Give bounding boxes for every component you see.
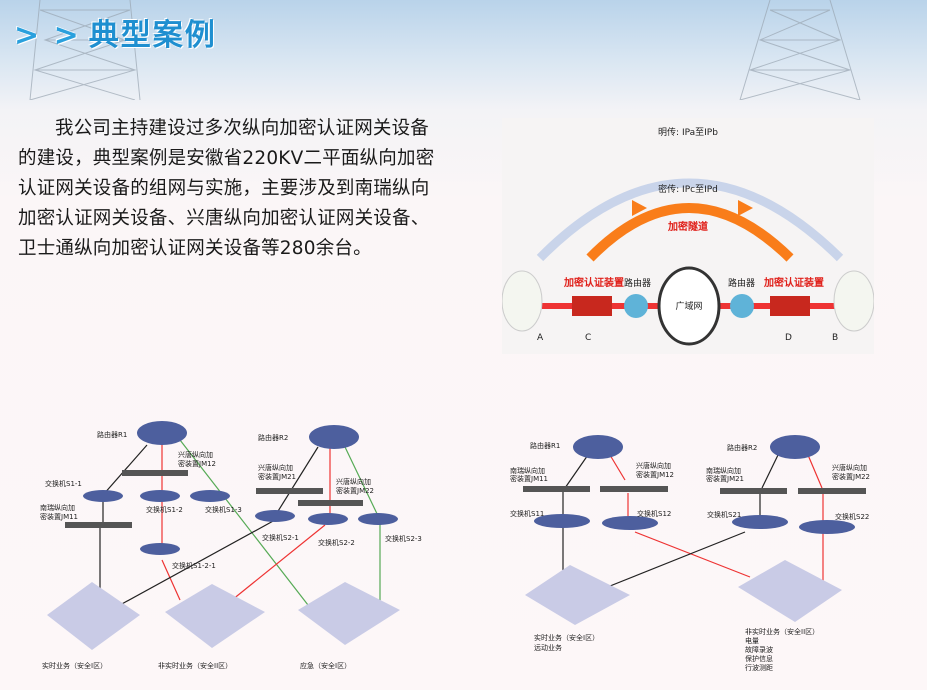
intro-paragraph: 我公司主持建设过多次纵向加密认证网关设备的建设，典型案例是安徽省220KV二平面… [18,118,435,259]
label-c: C [585,333,591,343]
switch-s21-icon [732,515,788,529]
label-s1-2: 交换机S1-2 [146,505,183,514]
label-jm21-1: 南瑞纵向加 [706,466,741,475]
label-s21: 交换机S21 [707,510,741,519]
switch-s11-icon [534,514,590,528]
label-a: A [537,333,544,343]
router-r2-icon [309,425,359,449]
label-s2-1: 交换机S2-1 [262,533,299,542]
label-jm22-2: 密装置JM22 [336,486,374,495]
switch-s1-1-icon [83,490,123,502]
plain-arc [536,178,844,262]
network-diagram-left: 路由器R1 路由器R2 兴唐纵向加 密装置JM12 交换机S1-1 南瑞纵向加 … [40,421,422,670]
lan-a-cloud [501,270,543,332]
zone-realtime [47,582,140,650]
router-left-label: 路由器 [624,277,651,289]
label-s12: 交换机S12 [637,509,671,518]
zone-realtime [525,565,630,625]
cipher-label: 密传: IPc至IPd [658,183,718,195]
switch-s2-1-icon [255,510,295,522]
network-diagram-right: 路由器R1 路由器R2 南瑞纵向加 密装置JM11 兴唐纵向加 密装置JM12 … [510,435,870,672]
router-r1-icon [137,421,187,445]
zone-emergency [298,582,400,645]
label-jm12-2: 密装置JM12 [178,459,216,468]
encrypt-device-left [572,296,612,316]
label-zone-realtime: 实时业务（安全I区） [42,661,107,670]
label-zone-realtime-sub: 远动业务 [534,643,562,652]
label-zone-item: 保护信息 [745,654,773,663]
label-s22: 交换机S22 [835,512,869,521]
label-jm21-2: 密装置JM21 [706,474,744,483]
plain-label: 明传: IPa至IPb [658,126,718,138]
label-s1-1: 交换机S1-1 [45,479,82,488]
switch-s1-2-icon [140,490,180,502]
switch-s2-3-icon [358,513,398,525]
label-jm12-1: 兴唐纵向加 [178,450,213,459]
device-jm21 [256,488,323,494]
device-jm22 [298,500,363,506]
device-jm21 [720,488,787,494]
label-s1-3: 交换机S1-3 [205,505,242,514]
device-jm12 [122,470,188,476]
encrypt-device-right [770,296,810,316]
device-jm22 [798,488,866,494]
label-zone-item: 故障录波 [745,645,773,654]
lan-b-cloud [833,270,875,332]
device-jm11 [523,486,590,492]
label-jm12-1: 兴唐纵向加 [636,461,671,470]
power-tower-left [29,0,141,100]
wan-cloud-icon [657,266,721,346]
router-right-label: 路由器 [728,277,755,289]
switch-s1-2-1-icon [140,543,180,555]
device-left-label: 加密认证装置 [563,276,624,289]
label-zone-item: 行波测距 [745,663,773,672]
section-title: > >典型案例 [14,10,217,54]
label-jm21-1: 兴唐纵向加 [258,463,293,472]
device-jm12 [600,486,668,492]
label-zone-nonrealtime: 非实时业务（安全II区） [745,627,819,636]
label-zone-nonrealtime: 非实时业务（安全II区） [158,661,232,670]
label-s1-2-1: 交换机S1-2-1 [172,561,216,570]
wan-label: 广域网 [675,300,702,312]
title-arrows: > > [14,18,81,53]
title-text: 典型案例 [88,18,217,53]
label-b: B [832,333,838,343]
switch-s12-icon [602,516,658,530]
device-right-label: 加密认证装置 [763,276,824,289]
label-r1: 路由器R1 [530,441,560,450]
power-tower-right [739,0,861,100]
router-left-icon [624,294,648,318]
device-jm11 [65,522,132,528]
label-r1: 路由器R1 [97,430,127,439]
switch-s1-3-icon [190,490,230,502]
tunnel-label: 加密隧道 [667,220,708,233]
label-s2-3: 交换机S2-3 [385,534,422,543]
label-jm11-1: 南瑞纵向加 [510,466,545,475]
label-r2: 路由器R2 [258,433,288,442]
label-jm22-2: 密装置JM22 [832,472,870,481]
switch-s2-2-icon [308,513,348,525]
label-s11: 交换机S11 [510,509,544,518]
label-jm11-2: 密装置JM11 [40,512,78,521]
router-r2-icon [770,435,820,459]
zone-nonrealtime [738,560,842,622]
label-zone-realtime: 实时业务（安全I区） [534,633,599,642]
label-jm22-1: 兴唐纵向加 [336,477,371,486]
encryption-tunnel-diagram: 明传: IPa至IPb 密传: IPc至IPd 加密隧道 广域网 加密认证装置 … [501,118,875,354]
label-jm11-1: 南瑞纵向加 [40,503,75,512]
router-right-icon [730,294,754,318]
label-zone-item: 电量 [745,636,759,645]
zone-nonrealtime [165,584,265,648]
router-r1-icon [573,435,623,459]
label-jm12-2: 密装置JM12 [636,470,674,479]
label-d: D [785,333,792,343]
label-jm21-2: 密装置JM21 [258,472,296,481]
label-jm11-2: 密装置JM11 [510,474,548,483]
switch-s22-icon [799,520,855,534]
label-zone-emergency: 应急（安全I区） [300,661,351,670]
label-jm22-1: 兴唐纵向加 [832,463,867,472]
tunnel-arc [586,203,794,262]
label-s2-2: 交换机S2-2 [318,538,355,547]
label-r2: 路由器R2 [727,443,757,452]
